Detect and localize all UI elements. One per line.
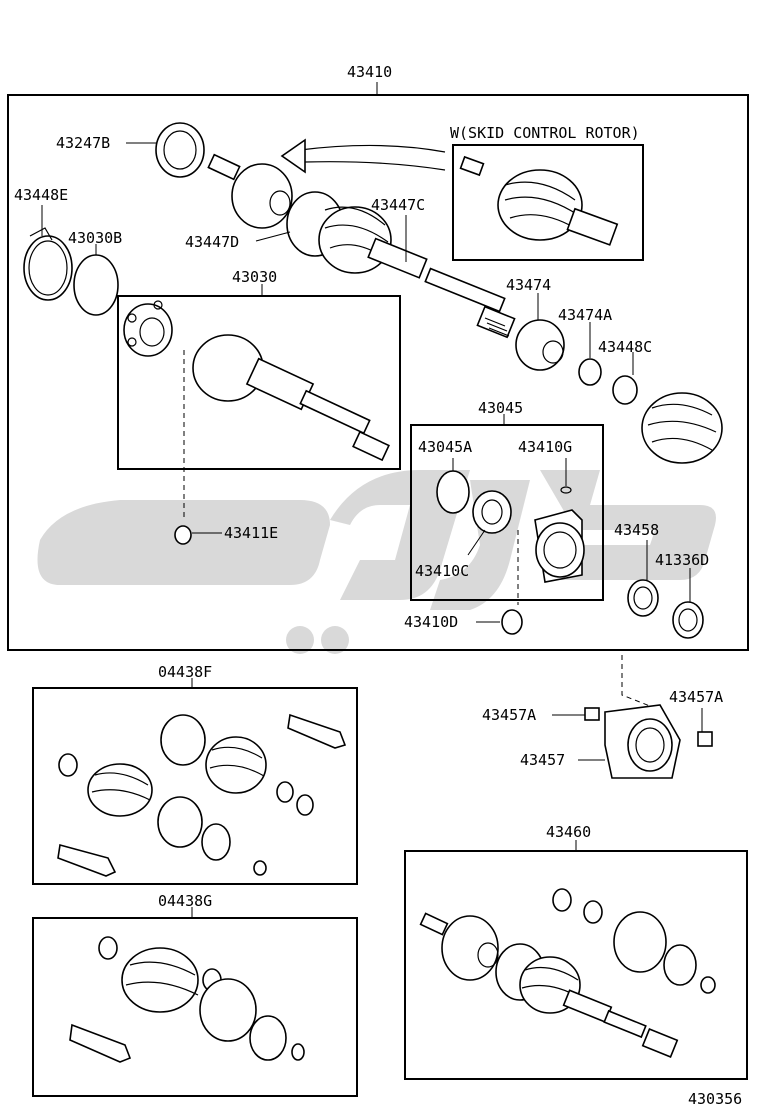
drive-shaft-assembly bbox=[207, 153, 516, 339]
snap-ring-g bbox=[560, 458, 572, 494]
inner-joint-frame bbox=[117, 295, 401, 470]
bearing-c bbox=[467, 490, 512, 556]
label-snap-ring-a: 43045A bbox=[418, 438, 472, 456]
snap-ring-d bbox=[476, 609, 523, 635]
label-bolt-left: 43457A bbox=[482, 706, 536, 724]
label-main-assembly: 43410 bbox=[347, 63, 392, 81]
label-boot-kit-g: 04438G bbox=[158, 892, 212, 910]
clamp-474a bbox=[578, 322, 602, 386]
bolt-right bbox=[697, 708, 713, 747]
snap-ring-a bbox=[436, 458, 470, 514]
label-outer-boot: 43247B bbox=[56, 134, 110, 152]
main-assembly-frame bbox=[7, 94, 749, 651]
seal bbox=[627, 540, 659, 617]
boot-kit-f-frame bbox=[32, 687, 358, 885]
label-dust-cover: 41336D bbox=[655, 551, 709, 569]
label-snap-ring-d: 43410D bbox=[404, 613, 458, 631]
band-448c bbox=[612, 352, 638, 405]
label-inner-joint: 43030 bbox=[232, 268, 277, 286]
curved-arrow-icon bbox=[280, 138, 446, 174]
boot-kit-f-parts bbox=[57, 713, 347, 877]
boot-kit-g-parts bbox=[69, 936, 305, 1063]
bearing-kit-frame bbox=[410, 424, 604, 601]
outer-boot bbox=[126, 122, 205, 178]
inner-joint-parts bbox=[123, 300, 390, 462]
label-clamp-d: 43447D bbox=[185, 233, 239, 251]
label-clamp-474a: 43474A bbox=[558, 306, 612, 324]
label-damper: 43474 bbox=[506, 276, 551, 294]
label-boot-kit-f: 04438F bbox=[158, 663, 212, 681]
label-snap-ring-e: 43411E bbox=[224, 524, 278, 542]
band-outer bbox=[23, 205, 73, 301]
label-skid-control: W(SKID CONTROL ROTOR) bbox=[450, 124, 640, 142]
inner-boot bbox=[641, 392, 723, 464]
label-alt-assembly: 43460 bbox=[546, 823, 591, 841]
alt-assembly-parts bbox=[419, 888, 716, 1059]
damper bbox=[515, 293, 565, 371]
label-bearing-c: 43410C bbox=[415, 562, 469, 580]
diagram-code: 430356 bbox=[688, 1090, 742, 1108]
label-bolt-right: 43457A bbox=[669, 688, 723, 706]
ring-outer bbox=[73, 244, 119, 316]
bracket bbox=[578, 704, 681, 779]
logo-watermark-icon bbox=[37, 470, 716, 654]
dust-cover bbox=[672, 568, 704, 639]
label-seal: 43458 bbox=[614, 521, 659, 539]
boot-kit-g-frame bbox=[32, 917, 358, 1097]
skid-control-frame bbox=[452, 144, 644, 261]
label-snap-ring-g: 43410G bbox=[518, 438, 572, 456]
bolt-left bbox=[552, 707, 600, 721]
label-ring-a: 43030B bbox=[68, 229, 122, 247]
snap-ring-e bbox=[174, 525, 222, 545]
bearing-housing bbox=[534, 509, 585, 583]
skid-control-joint bbox=[459, 155, 619, 246]
label-clamp-c: 43447C bbox=[371, 196, 425, 214]
label-band-outer-a: 43448E bbox=[14, 186, 68, 204]
label-band-448c: 43448C bbox=[598, 338, 652, 356]
label-bearing-kit: 43045 bbox=[478, 399, 523, 417]
label-bracket: 43457 bbox=[520, 751, 565, 769]
